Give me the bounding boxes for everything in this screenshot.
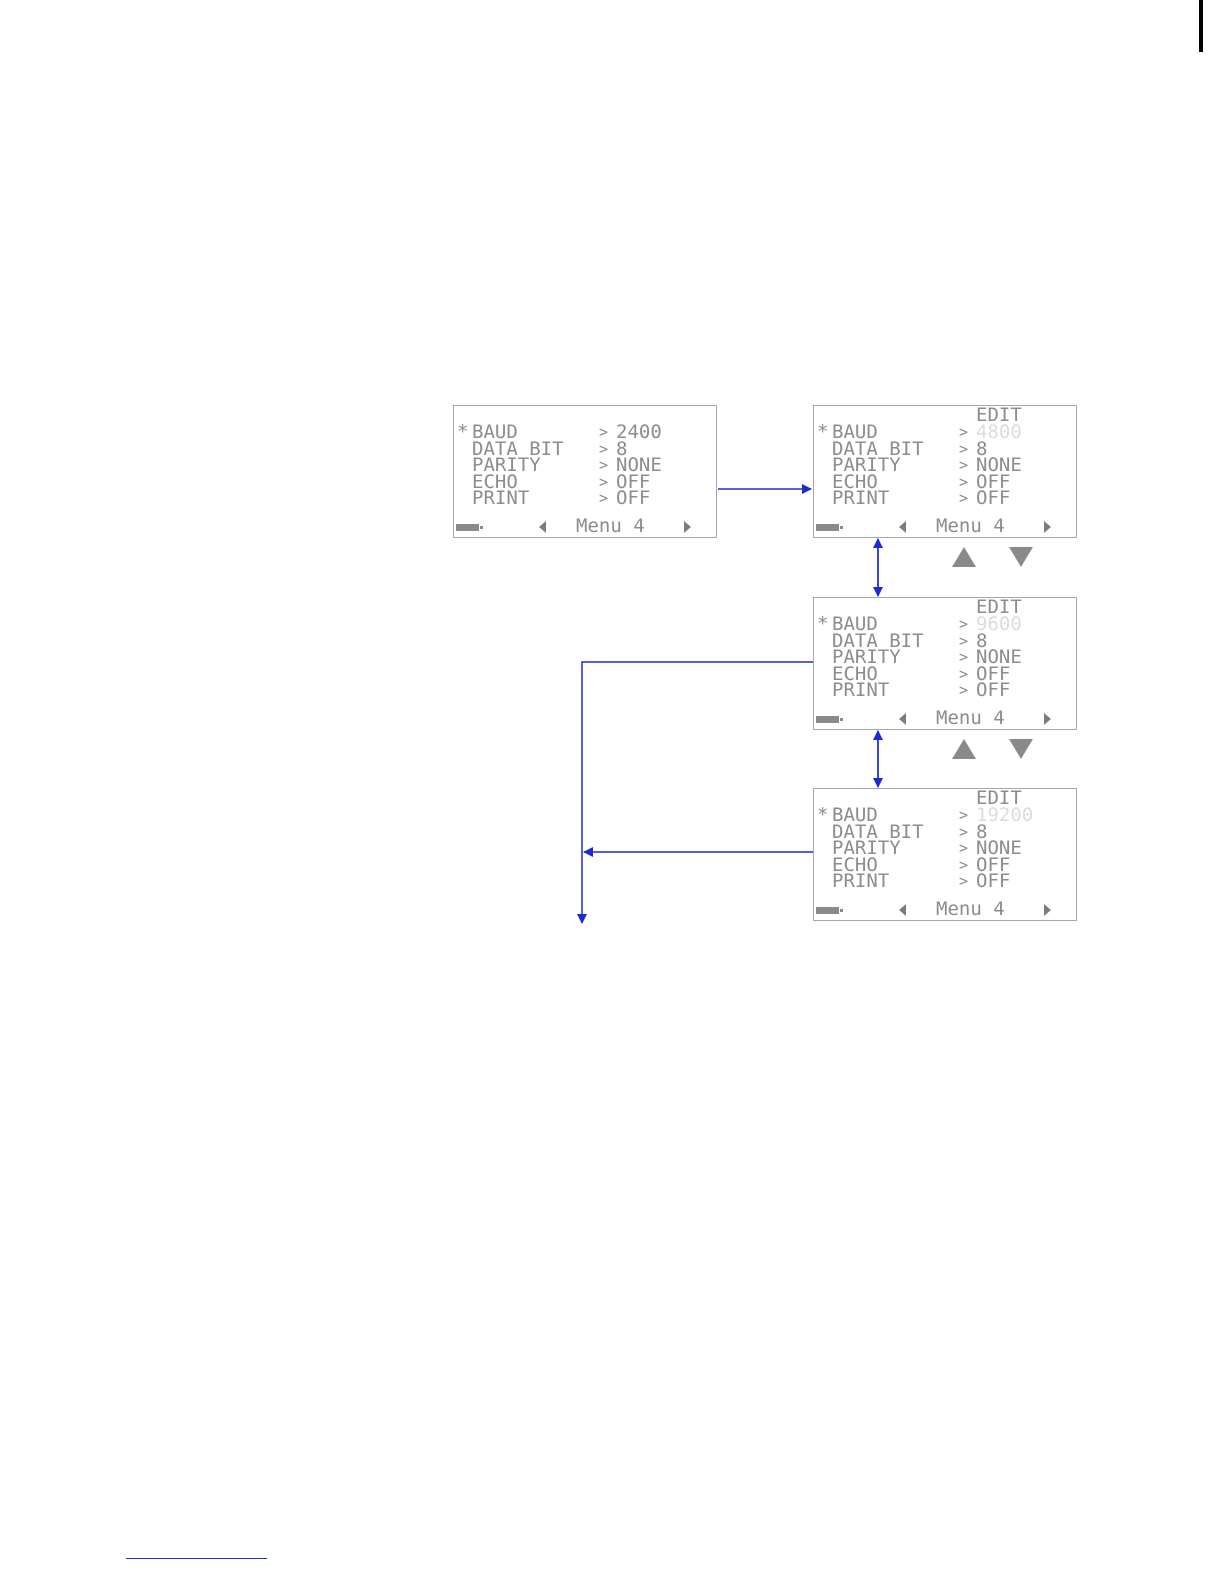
exit-path-from-9600 bbox=[582, 662, 813, 923]
footer-rule bbox=[126, 1558, 267, 1559]
